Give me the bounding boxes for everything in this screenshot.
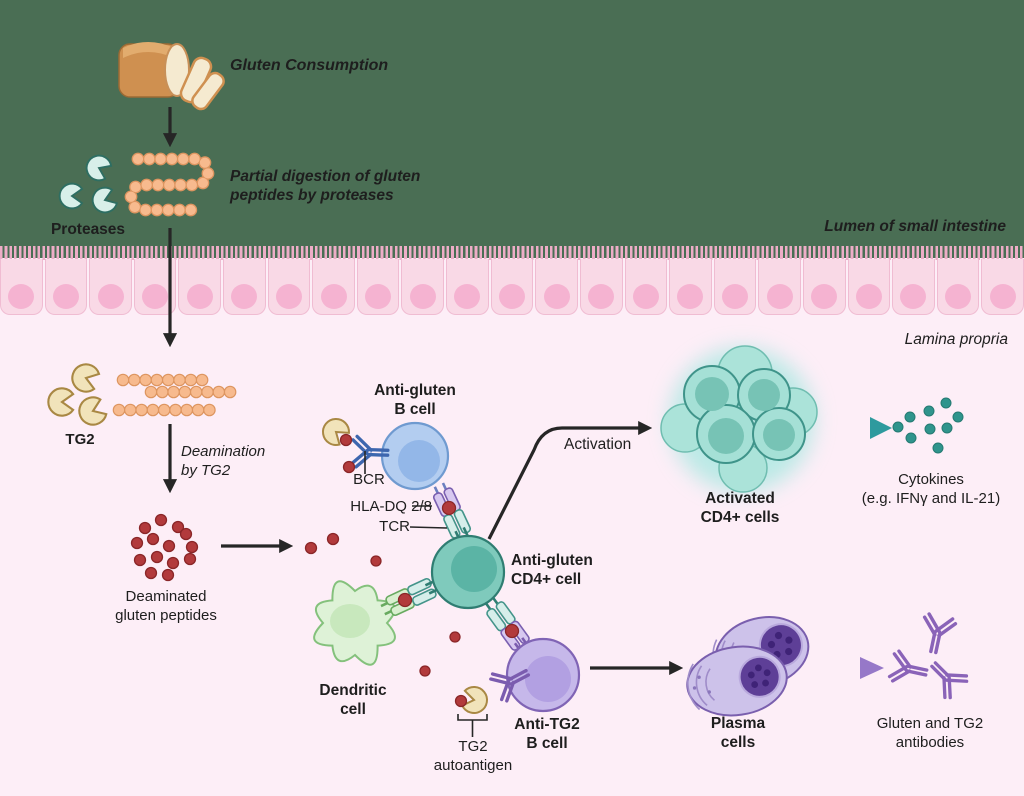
epithelial-cell-nucleus xyxy=(186,284,213,309)
epithelial-cell xyxy=(758,259,801,315)
epithelial-cell xyxy=(490,259,534,315)
plasma-cells-label: Plasma cells xyxy=(710,715,766,751)
lumen-label: Lumen of small intestine xyxy=(824,218,1006,235)
lamina-propria-label: Lamina propria xyxy=(904,331,1008,348)
epithelial-cell-nucleus xyxy=(142,284,169,309)
epithelial-cell-nucleus xyxy=(365,284,392,309)
epithelial-cell-nucleus xyxy=(677,284,704,309)
epithelial-cell-nucleus xyxy=(632,284,659,309)
antibodies-label: Gluten and TG2 antibodies xyxy=(876,715,984,751)
dendritic-cell-label: Dendritic cell xyxy=(319,682,387,718)
epithelial-cell xyxy=(669,259,712,315)
epithelial-cell-nucleus xyxy=(722,284,749,309)
epithelial-cell xyxy=(312,259,355,315)
epithelial-cell xyxy=(0,259,43,315)
epithelial-cell-nucleus xyxy=(989,284,1016,309)
epithelial-cell xyxy=(178,259,222,315)
epithelium-band xyxy=(0,259,1024,315)
deaminated-peptides-label: Deaminated gluten peptides xyxy=(115,588,217,624)
bcr-label: BCR xyxy=(353,471,385,488)
protease-enzymes xyxy=(58,150,120,217)
lamina-propria-region xyxy=(0,258,1024,796)
epithelial-cell xyxy=(401,259,445,315)
epithelial-cell-nucleus xyxy=(499,284,525,309)
epithelial-cell-nucleus xyxy=(275,284,302,309)
microvilli-brush-border xyxy=(0,246,1024,260)
epithelial-cell-nucleus xyxy=(945,284,972,309)
proteases-label: Proteases xyxy=(50,221,126,238)
epithelial-cell xyxy=(356,259,400,315)
epithelial-cell xyxy=(847,259,891,315)
epithelial-cell-nucleus xyxy=(454,284,481,309)
epithelial-cell xyxy=(446,259,489,315)
epithelial-cell-nucleus xyxy=(8,284,35,309)
epithelial-cell-nucleus xyxy=(588,284,615,309)
epithelial-cell xyxy=(936,259,980,315)
anti-gluten-b-label: Anti-gluten B cell xyxy=(374,382,456,418)
tcr-label: TCR xyxy=(379,518,410,535)
gluten-consumption-label: Gluten Consumption xyxy=(230,57,389,74)
epithelial-cell xyxy=(624,259,668,315)
epithelial-cell xyxy=(802,259,846,315)
epithelial-cell-nucleus xyxy=(855,284,882,309)
epithelial-cell-nucleus xyxy=(900,284,927,309)
epithelial-cell-nucleus xyxy=(811,284,838,309)
deamination-label: Deamination by TG2 xyxy=(181,443,266,479)
epithelial-cell-nucleus xyxy=(320,284,347,309)
epithelial-cell xyxy=(44,259,88,315)
epithelial-cell-nucleus xyxy=(52,284,79,309)
epithelial-cell xyxy=(133,259,177,315)
hla-label: HLA-DQ 2/8 xyxy=(350,498,432,515)
epithelial-cell-nucleus xyxy=(409,284,436,309)
epithelial-cell-nucleus xyxy=(766,284,793,309)
tg2-autoantigen-label: TG2 autoantigen xyxy=(433,738,513,774)
epithelial-cell xyxy=(89,259,132,315)
epithelial-cell xyxy=(579,259,623,315)
epithelial-cell-nucleus xyxy=(231,284,258,309)
partial-digestion-label: Partial digestion of gluten peptides by … xyxy=(230,168,421,204)
epithelial-cell-nucleus xyxy=(97,284,124,309)
epithelial-cell-nucleus xyxy=(543,284,570,309)
epithelial-cell xyxy=(535,259,578,315)
epithelial-cell xyxy=(267,259,311,315)
anti-tg2-b-label: Anti-TG2 B cell xyxy=(514,716,580,752)
epithelial-cell xyxy=(892,259,935,315)
gluten-peptide-chain xyxy=(124,152,215,217)
epithelial-cell xyxy=(713,259,757,315)
anti-gluten-cd4-label: Anti-gluten CD4+ cell xyxy=(511,552,593,588)
bread-icon xyxy=(118,42,225,111)
epithelial-cell xyxy=(981,259,1024,315)
activated-cd4-label: Activated CD4+ cells xyxy=(700,490,780,526)
tg2-label: TG2 xyxy=(65,431,95,448)
activation-label: Activation xyxy=(564,436,632,453)
cytokines-label: Cytokines (e.g. IFNγ and IL-21) xyxy=(861,471,1001,507)
epithelial-cell xyxy=(223,259,266,315)
